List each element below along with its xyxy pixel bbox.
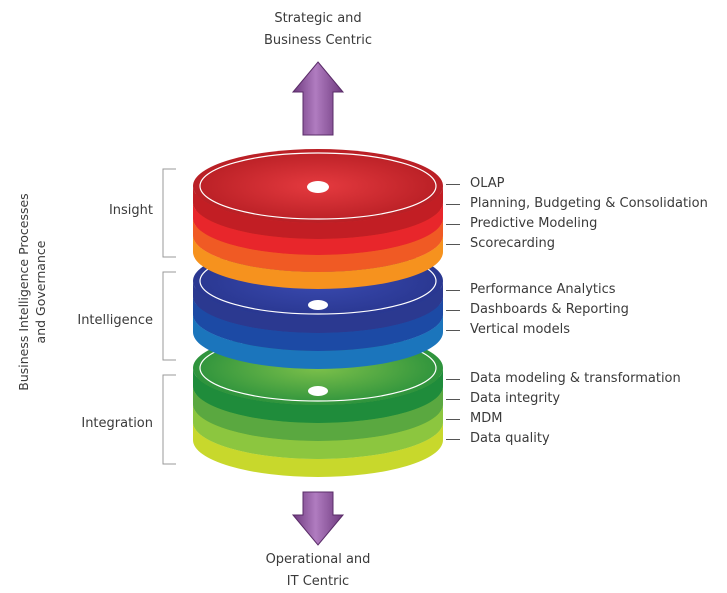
- top-caption-line-1: Strategic and: [274, 11, 362, 26]
- up-arrow-icon: [291, 61, 345, 136]
- insight-bracket: [162, 168, 176, 258]
- item-olap: OLAP: [446, 176, 505, 192]
- item-mdm: MDM: [446, 411, 502, 427]
- group-label-integration: Integration: [81, 416, 153, 431]
- leader-line: [446, 438, 460, 440]
- bottom-caption: Operational and IT Centric: [248, 549, 388, 593]
- item-data-integrity: Data integrity: [446, 391, 560, 407]
- top-caption: Strategic and Business Centric: [248, 8, 388, 52]
- group-label-intelligence: Intelligence: [77, 313, 153, 328]
- bottom-caption-line-1: Operational and: [265, 552, 371, 567]
- leader-line: [446, 203, 460, 205]
- leader-line: [446, 309, 460, 311]
- integration-bracket: [162, 374, 176, 465]
- item-dashboards-reporting: Dashboards & Reporting: [446, 302, 629, 318]
- intelligence-bracket: [162, 271, 176, 361]
- item-vertical-models: Vertical models: [446, 322, 570, 338]
- leader-line: [446, 378, 460, 380]
- down-arrow-icon: [291, 491, 345, 546]
- item-scorecarding: Scorecarding: [446, 236, 555, 252]
- side-title-line-1: Business Intelligence Processes: [16, 193, 31, 391]
- leader-line: [446, 329, 460, 331]
- leader-line: [446, 398, 460, 400]
- item-performance-analytics: Performance Analytics: [446, 282, 616, 298]
- leader-line: [446, 289, 460, 291]
- leader-line: [446, 183, 460, 185]
- group-brackets: [162, 168, 176, 465]
- item-data-quality: Data quality: [446, 431, 550, 447]
- item-planning: Planning, Budgeting & Consolidation: [446, 196, 708, 212]
- top-caption-line-2: Business Centric: [264, 33, 372, 48]
- bottom-caption-line-2: IT Centric: [286, 574, 350, 589]
- item-data-modeling: Data modeling & transformation: [446, 371, 681, 387]
- item-predictive-modeling: Predictive Modeling: [446, 216, 597, 232]
- group-label-insight: Insight: [108, 203, 153, 218]
- leader-line: [446, 418, 460, 420]
- insight-layers: [193, 149, 443, 289]
- leader-line: [446, 243, 460, 245]
- leader-line: [446, 223, 460, 225]
